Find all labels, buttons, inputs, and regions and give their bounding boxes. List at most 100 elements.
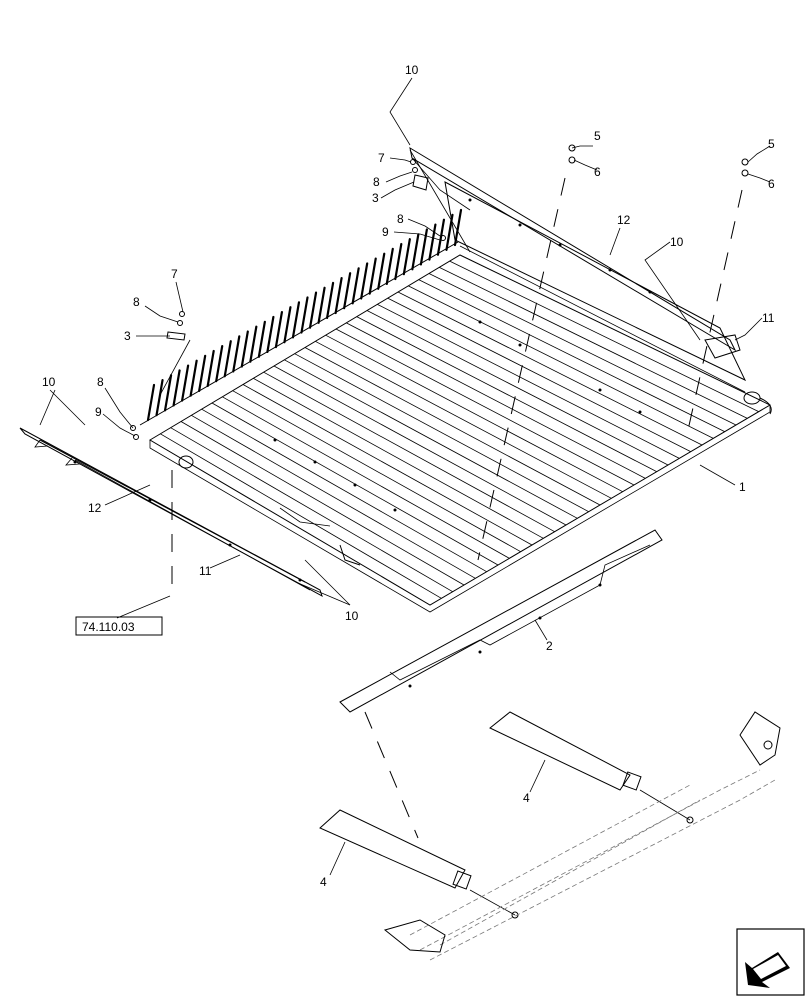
callout-5-mid: 5 — [594, 129, 601, 143]
comb-tooth — [198, 354, 207, 392]
callout-8-left: 8 — [133, 295, 140, 309]
comb-tooth — [377, 252, 386, 290]
comb-tooth — [172, 369, 181, 407]
callout-12-right: 12 — [617, 213, 631, 227]
grate-slat — [335, 328, 635, 486]
grate-slat — [428, 273, 737, 426]
assembly-dash-lines — [159, 149, 743, 839]
grate-slat — [346, 322, 646, 479]
callout-8-lower: 8 — [97, 375, 104, 389]
comb-tooth — [368, 257, 377, 295]
grate-slat — [366, 310, 669, 466]
right-side-rail — [409, 146, 747, 393]
comb-tooth — [300, 296, 309, 334]
comb-tooth — [249, 325, 258, 363]
callout-10-bottom: 10 — [345, 609, 359, 623]
comb-tooth — [308, 291, 318, 329]
comb-tooth — [394, 242, 403, 281]
comb-tooth — [402, 238, 411, 276]
callout-10-left: 10 — [42, 375, 56, 389]
comb-tooth — [291, 301, 301, 339]
comb-tooth — [257, 320, 266, 358]
comb-tooth — [428, 223, 437, 261]
grate-slat — [273, 365, 567, 526]
callout-5-right: 5 — [768, 137, 775, 151]
grate-slat — [263, 371, 555, 533]
comb-tooth — [181, 364, 190, 402]
grate-slats — [160, 260, 759, 599]
reference-box[interactable]: 74.110.03 — [75, 616, 163, 636]
callout-4-lower: 4 — [320, 875, 327, 889]
callout-11-right: 11 — [762, 311, 775, 325]
comb-tooth — [163, 374, 173, 412]
comb-tooth — [232, 335, 241, 373]
callout-8-mid: 8 — [397, 212, 404, 226]
callout-10-top: 10 — [405, 63, 419, 77]
comb-tooth — [351, 267, 360, 305]
grate-slat — [294, 353, 589, 513]
comb-teeth — [139, 208, 463, 426]
comb-tooth — [146, 383, 156, 422]
reference-box-label: 74.110.03 — [82, 620, 135, 634]
grate-slat — [242, 384, 533, 546]
leader-lines — [39, 77, 771, 876]
callout-8-top: 8 — [373, 175, 380, 189]
grate-slat — [191, 414, 476, 579]
grate-slat — [377, 303, 680, 459]
callout-11-left: 11 — [199, 564, 212, 578]
comb-tooth — [215, 345, 224, 383]
grate-slat — [284, 359, 578, 519]
grate-slat — [232, 390, 521, 553]
grate-panel — [149, 254, 772, 613]
comb-tooth — [274, 310, 284, 349]
grate-slat — [222, 396, 510, 559]
callout-3-top: 3 — [372, 191, 379, 205]
comb-tooth — [240, 330, 249, 368]
comb-tooth — [360, 262, 369, 300]
grate-slat — [160, 433, 442, 599]
lower-brackets — [319, 711, 781, 961]
comb-tooth — [334, 276, 343, 315]
comb-tooth — [223, 340, 232, 378]
comb-tooth — [206, 349, 215, 388]
comb-tooth — [419, 228, 428, 266]
callout-2: 2 — [546, 639, 553, 653]
comb-base-bar — [139, 241, 459, 426]
grate-slat — [397, 291, 703, 446]
grate-slat — [304, 347, 601, 506]
navigation-arrow-icon[interactable] — [736, 928, 805, 996]
comb-tooth — [155, 379, 164, 417]
grate-slat — [201, 408, 487, 573]
callout-6-mid: 6 — [594, 165, 601, 179]
left-side-rail — [19, 427, 323, 598]
comb-tooth — [453, 208, 463, 247]
grate-slat — [387, 297, 691, 453]
callout-1: 1 — [739, 480, 746, 494]
grate-slat — [180, 421, 465, 586]
comb-tooth — [189, 359, 198, 397]
callout-10-right: 10 — [670, 235, 684, 249]
bottom-plate — [339, 529, 663, 713]
callout-9-left: 9 — [95, 405, 102, 419]
grate-slat — [315, 340, 612, 499]
comb-tooth — [411, 233, 420, 271]
callout-4-upper: 4 — [523, 791, 530, 805]
grate-slat — [325, 334, 623, 493]
callouts: 10 5 6 5 6 7 8 3 8 9 12 10 11 1 2 7 8 3 … — [42, 63, 775, 889]
comb-tooth — [343, 272, 352, 310]
comb-tooth — [325, 281, 335, 320]
grate-slat — [439, 266, 748, 419]
callout-3-left: 3 — [124, 329, 131, 343]
callout-7-left: 7 — [171, 267, 178, 281]
grate-slat — [449, 260, 759, 413]
comb-tooth — [283, 306, 292, 344]
callout-6-right: 6 — [768, 177, 775, 191]
grate-slat — [253, 377, 544, 539]
grate-slat — [356, 316, 657, 473]
comb-tooth — [317, 286, 326, 324]
callout-9-top: 9 — [382, 225, 389, 239]
callout-7-top: 7 — [378, 151, 385, 165]
callout-12-left: 12 — [88, 501, 102, 515]
